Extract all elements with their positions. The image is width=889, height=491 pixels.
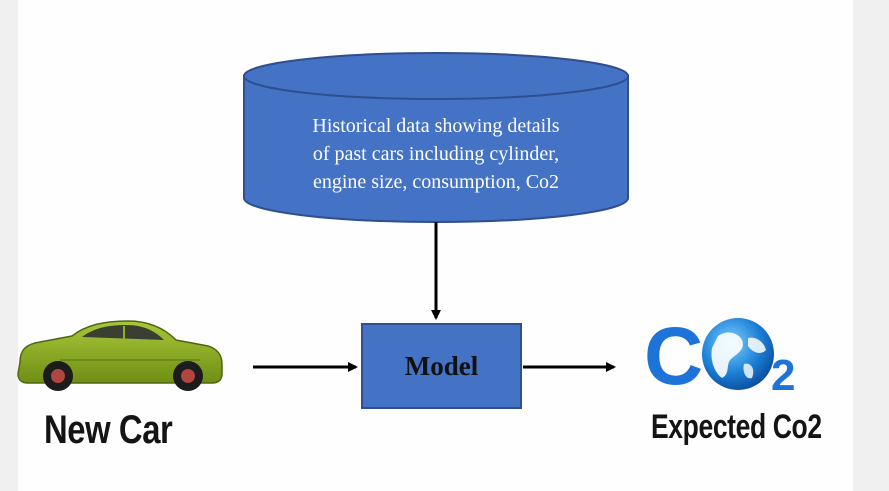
expected-co2-label: Expected Co2 (651, 408, 822, 446)
model-box (361, 323, 522, 409)
database-cylinder (243, 52, 629, 223)
co2-logo-letter: C (644, 311, 704, 402)
model-label: Model (404, 350, 479, 381)
new-car-label: New Car (44, 408, 173, 452)
globe-icon (702, 318, 774, 390)
background-right-edge (853, 0, 889, 491)
database-line: engine size, consumption, Co2 (312, 171, 560, 193)
car-icon (17, 320, 223, 391)
co2-logo-subscript: 2 (771, 351, 796, 400)
database-line: Historical data showing details (312, 115, 560, 137)
database-description: Historical data showing details of past … (258, 112, 614, 196)
database-line: of past cars including cylinder, (312, 143, 560, 165)
background-left-edge (0, 0, 18, 491)
